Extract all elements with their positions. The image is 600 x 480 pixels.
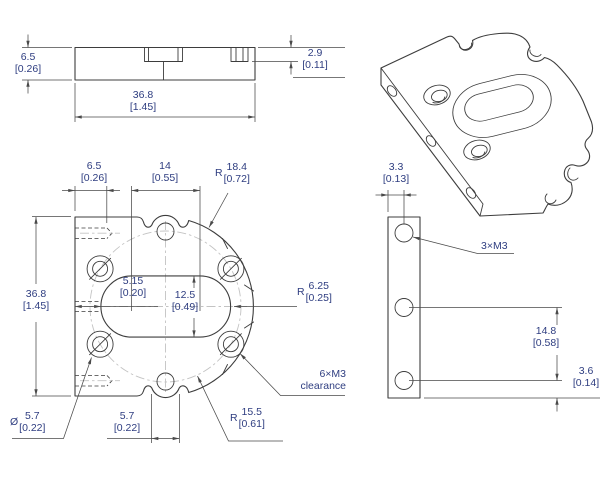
dim-slot-width: 12.5 [0.49]	[171, 289, 199, 313]
iso-outline	[380, 32, 594, 217]
iso-face-edges	[380, 67, 484, 217]
top-profile-center-notch	[144, 47, 183, 81]
iso-notch-details	[459, 42, 579, 205]
iso-side-holes	[386, 85, 477, 199]
hidden-side-holes	[75, 227, 120, 387]
dim-side-hole-offset: 3.3 [0.13]	[382, 161, 410, 185]
dim-slot-cc: 14 [0.55]	[151, 160, 179, 184]
view-top-profile	[22, 34, 345, 122]
iso-counterbore-hole	[423, 84, 451, 106]
dim-slot-end-radius: R 6.25 [0.25]	[297, 280, 332, 304]
view-front	[12, 186, 345, 443]
dim-edge-hole-depth: 6.5 [0.26]	[80, 160, 108, 184]
edge-notch-marks	[222, 238, 255, 375]
top-profile-body	[74, 46, 256, 81]
top-profile-right-notch	[230, 47, 249, 62]
dim-front-height: 36.8 [1.45]	[22, 288, 50, 312]
dim-slot-offset: 5.15 [0.20]	[119, 275, 147, 299]
clearance-holes	[86, 222, 245, 391]
dim-cbore-diameter: Ø 5.7 [0.22]	[10, 410, 46, 434]
bolt-circle-centerline	[84, 221, 247, 392]
view-isometric	[380, 32, 594, 217]
view-side	[375, 190, 600, 412]
dim-boss-width: 5.7 [0.22]	[113, 410, 141, 434]
dim-side-hole-spacing: 14.8 [0.58]	[532, 325, 560, 349]
iso-pocket-rim	[452, 74, 552, 138]
dim-step-height: 2.9 [0.11]	[302, 47, 328, 71]
side-body	[387, 216, 421, 399]
dim-side-height: 6.5 [0.26]	[14, 51, 42, 75]
iso-counterbore-hole	[463, 139, 491, 161]
side-hole-top	[394, 223, 414, 243]
dim-side-width: 36.8 [1.45]	[129, 89, 157, 113]
dim-bolt-circle-radius: R 15.5 [0.61]	[230, 406, 265, 430]
dim-outer-radius: R 18.4 [0.72]	[215, 161, 250, 185]
center-slot	[100, 275, 232, 338]
iso-through-slot	[464, 84, 534, 122]
dim-side-hole-edge: 3.6 [0.14]	[572, 365, 600, 389]
note-clearance-holes: 6×M3 clearance	[300, 368, 346, 392]
front-outline	[74, 214, 254, 399]
note-thread-holes: 3×M3	[481, 240, 508, 252]
